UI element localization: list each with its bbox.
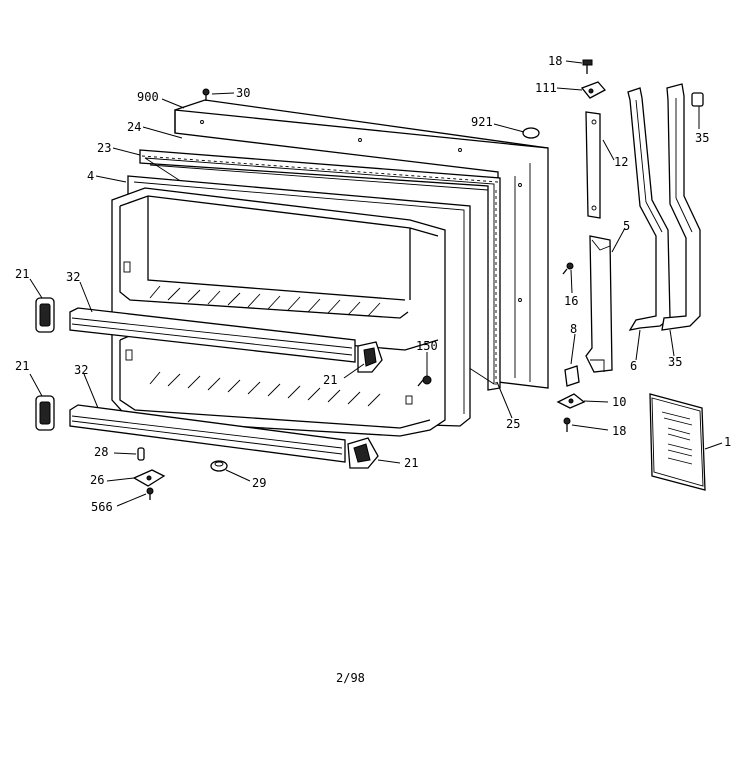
button-29 [210, 460, 228, 472]
door-handle-35 [661, 83, 701, 331]
callout-566: 566 [91, 500, 113, 514]
screw-18-top [582, 59, 593, 74]
rail-end-cap-left-lower [35, 395, 55, 431]
callout-900: 900 [137, 90, 159, 104]
door-handle-6 [627, 87, 671, 331]
bracket-10 [556, 393, 586, 409]
door-rail-lower [69, 404, 346, 463]
hinge-cover-5 [585, 235, 613, 373]
callout-labels: 18 111 900 30 921 35 24 12 23 4 5 21 32 … [15, 54, 731, 514]
pin-28 [137, 447, 145, 461]
screw-566 [146, 487, 154, 500]
callout-21-right-upper: 21 [323, 373, 337, 387]
callout-12: 12 [614, 155, 628, 169]
callout-25: 25 [506, 417, 520, 431]
callout-8: 8 [570, 322, 577, 336]
callout-32-upper: 32 [66, 270, 80, 284]
callout-18-top: 18 [548, 54, 562, 68]
plug-921 [522, 127, 540, 139]
callout-21-left-lower: 21 [15, 359, 29, 373]
callout-35-bottom: 35 [668, 355, 682, 369]
leader-lines [29, 60, 723, 507]
clip-8 [564, 365, 580, 387]
callout-29: 29 [252, 476, 266, 490]
owners-manual [649, 393, 706, 491]
callout-35-top: 35 [695, 131, 709, 145]
hinge-bar-12 [585, 111, 601, 219]
callout-21-right-lower: 21 [404, 456, 418, 470]
callout-21-left-upper: 21 [15, 267, 29, 281]
callout-5: 5 [623, 219, 630, 233]
callout-30: 30 [236, 86, 250, 100]
callout-23: 23 [97, 141, 111, 155]
screw-16 [562, 262, 574, 275]
callout-4: 4 [87, 169, 94, 183]
bracket-26 [132, 469, 166, 487]
callout-26: 26 [90, 473, 104, 487]
handle-cap-35 [691, 92, 704, 107]
rail-end-cap-right-lower [347, 437, 379, 469]
hinge-bracket-111 [580, 81, 607, 99]
footer-date-code: 2/98 [336, 671, 365, 685]
callout-32-lower: 32 [74, 363, 88, 377]
callout-150: 150 [416, 339, 438, 353]
liner-shelves [111, 187, 446, 437]
callout-16: 16 [564, 294, 578, 308]
callout-24: 24 [127, 120, 141, 134]
callout-6: 6 [630, 359, 637, 373]
callout-18-bottom: 18 [612, 424, 626, 438]
callout-10: 10 [612, 395, 626, 409]
screw-18-bottom [563, 417, 571, 432]
rail-end-cap-left-upper [35, 297, 55, 333]
callout-111: 111 [535, 81, 557, 95]
door-rail-upper [69, 307, 356, 363]
screw-30 [202, 88, 210, 101]
callout-1: 1 [724, 435, 731, 449]
callout-921: 921 [471, 115, 493, 129]
callout-28: 28 [94, 445, 108, 459]
